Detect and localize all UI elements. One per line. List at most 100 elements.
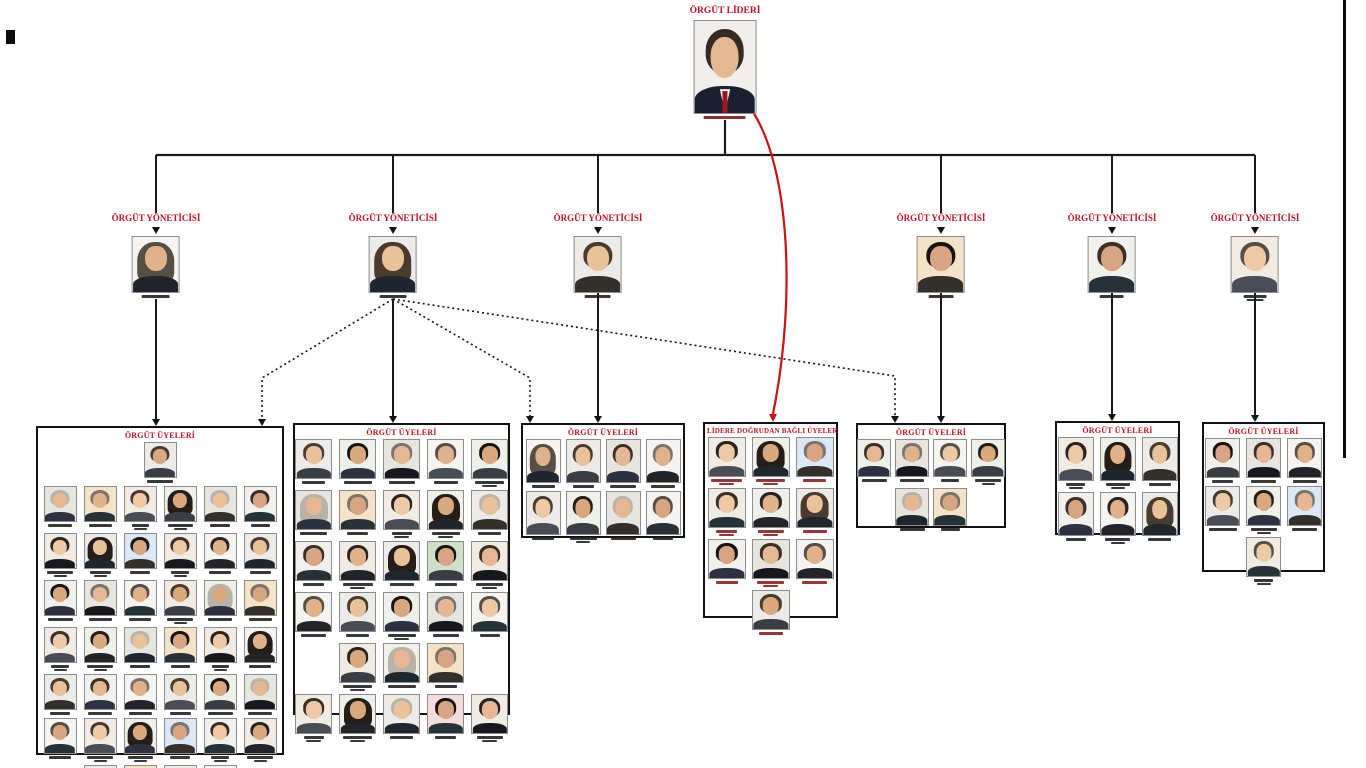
member-photo (43, 627, 77, 663)
member-cell (971, 439, 1005, 485)
clothing (934, 466, 966, 476)
member-cell (1057, 492, 1094, 544)
manager-photo (369, 236, 417, 293)
leader-node: ÖRGÜT LİDERİ (689, 6, 761, 119)
member-name-illegible-line2 (981, 483, 995, 485)
clothing (84, 512, 116, 521)
member-cell (427, 439, 464, 487)
member-photo (203, 765, 237, 768)
clothing (370, 276, 416, 292)
red-tie (722, 90, 728, 113)
clothing (44, 559, 76, 568)
clothing (796, 465, 833, 476)
member-photo (471, 694, 508, 734)
clothing (204, 512, 236, 521)
member-cell (1205, 486, 1240, 534)
member-name-illegible (303, 736, 324, 739)
member-cell (243, 486, 277, 530)
member-cell (707, 437, 746, 485)
member-photo (43, 533, 77, 569)
member-name-illegible (167, 618, 193, 621)
member-name-illegible (209, 571, 231, 574)
face (1214, 493, 1231, 511)
clothing (1100, 468, 1135, 480)
member-cell (203, 765, 237, 768)
member-cell (751, 437, 790, 485)
clothing (918, 276, 964, 292)
member-cell (427, 592, 464, 640)
member-photo (565, 439, 601, 483)
face (252, 724, 268, 741)
member-name-illegible (248, 618, 272, 621)
member-cell (123, 765, 157, 768)
clothing (340, 722, 375, 733)
member-photo (895, 488, 929, 526)
clothing (972, 466, 1004, 476)
member-row (1204, 537, 1323, 585)
member-name-illegible (129, 618, 151, 621)
member-photo (795, 539, 834, 579)
clothing (384, 722, 419, 733)
manager-title: ÖRGÜT YÖNETİCİSİ (348, 213, 438, 223)
member-photo (163, 627, 197, 663)
clothing (340, 620, 375, 631)
clothing (472, 569, 507, 580)
member-cell (1246, 486, 1281, 534)
face (1214, 445, 1231, 463)
member-name-illegible (899, 528, 925, 531)
clothing (708, 465, 745, 476)
member-cell (339, 643, 376, 691)
member-cell (1287, 438, 1322, 483)
member-name-illegible (211, 756, 229, 759)
face (718, 444, 735, 462)
member-cell (857, 439, 891, 485)
member-photo (471, 490, 508, 530)
member-name-illegible (758, 632, 783, 635)
member-cell (895, 439, 929, 485)
face (393, 650, 410, 668)
member-name-illegible-line2 (763, 534, 778, 536)
member-name-illegible-line2 (53, 575, 67, 577)
face (762, 597, 779, 615)
member-name-illegible (147, 480, 173, 483)
clothing (428, 671, 463, 682)
clothing (133, 276, 179, 292)
face (172, 724, 188, 741)
member-name-illegible (432, 634, 459, 637)
clothing (1247, 466, 1280, 477)
face (437, 701, 454, 719)
member-name-illegible (51, 665, 69, 668)
member-cell (471, 694, 508, 742)
face (52, 586, 68, 603)
member-photo (43, 718, 77, 754)
member-name-illegible-line2 (719, 483, 734, 485)
member-name-illegible (250, 524, 270, 527)
member-cell (645, 439, 681, 488)
member-photo (1057, 437, 1094, 481)
face (172, 633, 188, 650)
member-row (705, 539, 836, 587)
red-arrow-icon (769, 414, 777, 422)
member-cell (471, 439, 508, 487)
member-cell (83, 765, 117, 768)
member-photo (565, 491, 601, 535)
member-cell (339, 490, 376, 538)
face (1109, 500, 1126, 520)
member-cell (295, 490, 332, 538)
clothing (1247, 565, 1280, 576)
member-cell (163, 627, 197, 671)
face (866, 446, 882, 463)
member-photo (525, 439, 561, 483)
member-photo (933, 488, 967, 526)
member-photo (123, 627, 157, 663)
member-row (705, 590, 836, 635)
clothing (164, 559, 196, 568)
clothing (244, 700, 276, 709)
leader-title: ÖRGÜT LİDERİ (689, 6, 761, 16)
member-row (295, 541, 508, 589)
member-photo (83, 627, 117, 663)
member-name-illegible (1100, 295, 1124, 298)
clothing (296, 569, 331, 580)
manager-node-4: ÖRGÜT YÖNETİCİSİ (897, 213, 985, 298)
face (393, 548, 410, 566)
